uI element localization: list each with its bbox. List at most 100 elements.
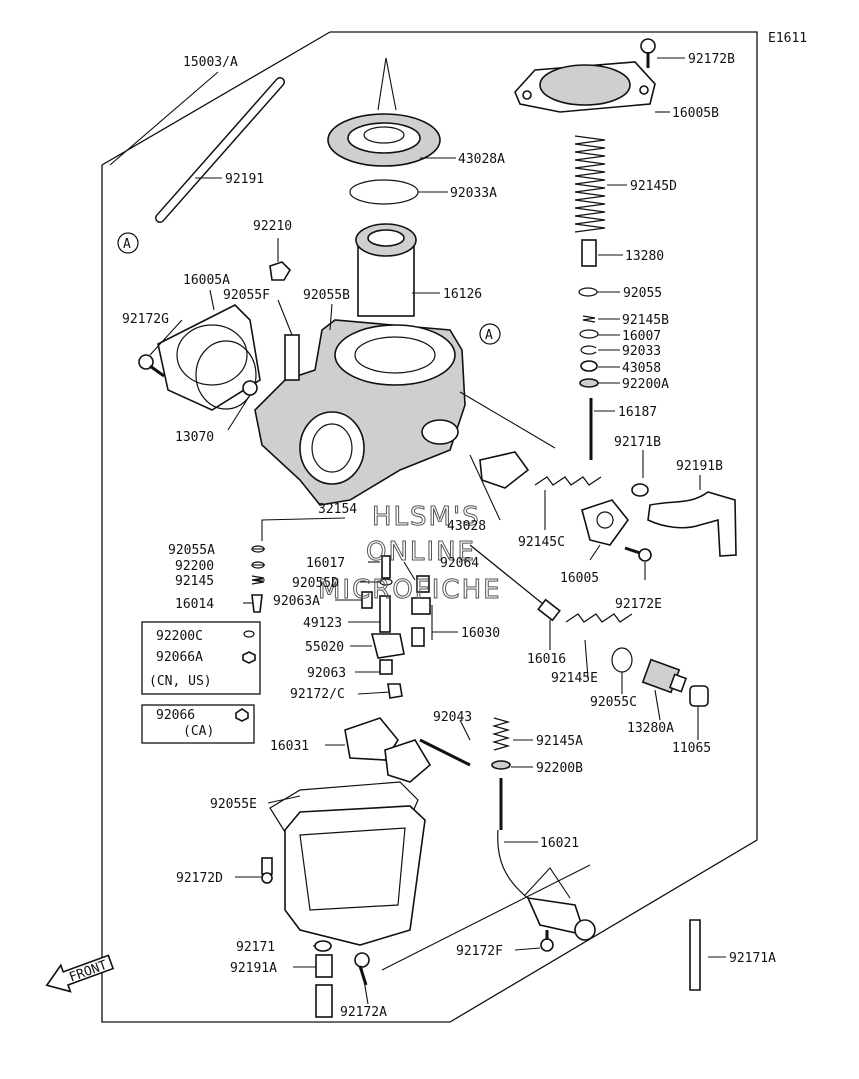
svg-text:A: A (485, 328, 493, 343)
part-92055f-oring (195, 340, 257, 410)
label-92145d: 92145D (630, 179, 677, 194)
part-16017-jet (381, 555, 391, 579)
part-92172b-screw (640, 38, 656, 68)
part-labels: 15003/A 92191 92172B 16005B 43028A 92033… (122, 52, 776, 1020)
part-92063-jet (379, 659, 393, 675)
label-92043: 92043 (433, 710, 472, 725)
label-55020: 55020 (305, 640, 344, 655)
part-13280a-fitting (641, 658, 688, 694)
part-16005-cap (581, 499, 630, 546)
watermark: HLSM'S ONLINE MICROFICHE (318, 502, 502, 606)
lead-32154 (261, 517, 346, 541)
part-43028a-diaphragm (327, 113, 441, 167)
diagram-frame (101, 31, 758, 1023)
part-carburetor-body (254, 319, 466, 506)
label-92063a: 92063A (273, 594, 320, 609)
part-92172f-screw (540, 930, 554, 952)
part-92145b-spring (582, 315, 596, 323)
part-92066-cap (235, 708, 249, 722)
label-32154: 32154 (318, 502, 357, 517)
lead-body-16005 (459, 391, 556, 449)
label-11065: 11065 (672, 741, 711, 756)
label-92033: 92033 (622, 344, 661, 359)
label-92145a: 92145A (536, 734, 583, 749)
label-43058: 43058 (622, 361, 661, 376)
label-13280a: 13280A (627, 721, 674, 736)
label-92171b: 92171B (614, 435, 661, 450)
label-92172e: 92172E (615, 597, 662, 612)
part-92171-clip (314, 940, 332, 952)
option-box-cn-us (141, 621, 261, 695)
label-92200: 92200 (175, 559, 214, 574)
part-92064-jet (416, 575, 430, 593)
part-16016-needle (469, 544, 561, 622)
part-92033-clip (580, 345, 597, 355)
label-16030: 16030 (461, 626, 500, 641)
part-92171a-clip (689, 919, 701, 991)
label-13070: 13070 (175, 430, 214, 445)
part-13280-holder (581, 239, 597, 267)
lead-upper-cap (377, 57, 397, 111)
label-13280: 13280 (625, 249, 664, 264)
label-92172g: 92172G (122, 312, 169, 327)
part-92172g-screw (138, 354, 165, 378)
label-16021: 16021 (540, 836, 579, 851)
label-16187: 16187 (618, 405, 657, 420)
label-16126: 16126 (443, 287, 482, 302)
callout-a-right: A (479, 323, 501, 345)
part-16007-washer (579, 329, 599, 339)
part-92191b-hose (647, 491, 737, 557)
label-16007: 16007 (622, 329, 661, 344)
label-43028: 43028 (447, 519, 486, 534)
label-92064: 92064 (440, 556, 479, 571)
part-16005a-plate (157, 304, 261, 411)
part-92210-nut (269, 261, 292, 281)
label-92171a: 92171A (729, 951, 776, 966)
label-92066a: 92066A (156, 650, 203, 665)
part-55020-jet (370, 633, 405, 659)
label-16016: 16016 (527, 652, 566, 667)
label-92172c: 92172/C (290, 687, 345, 702)
svg-text:A: A (123, 237, 131, 252)
part-92172e-screw (624, 546, 652, 562)
label-16005a: 16005A (183, 273, 230, 288)
label-92055d: 92055D (292, 576, 339, 591)
label-16014: 16014 (175, 597, 214, 612)
label-49123: 49123 (303, 616, 342, 631)
label-16005: 16005 (560, 571, 599, 586)
part-92066a-cap (242, 651, 256, 664)
option-box-ca (141, 704, 255, 744)
lead-16021 (524, 867, 571, 899)
part-92200a-washer (579, 378, 599, 388)
label-ca: (CA) (183, 724, 214, 739)
part-92200b-washer (491, 760, 511, 770)
diagram-code: E1611 (768, 31, 807, 46)
label-92055f: 92055F (223, 288, 270, 303)
label-92033a: 92033A (450, 186, 497, 201)
part-92055c-oring (611, 647, 633, 673)
label-92063: 92063 (307, 666, 346, 681)
label-cn-us: (CN, US) (149, 674, 212, 689)
label-92191a: 92191A (230, 961, 277, 976)
label-92145c: 92145C (518, 535, 565, 550)
part-16021-cable (497, 778, 596, 941)
callout-a-left: A (117, 232, 139, 254)
label-92145b: 92145B (622, 313, 669, 328)
part-11065-cap (689, 685, 709, 707)
svg-text:MICROFICHE: MICROFICHE (318, 575, 502, 605)
label-92172a: 92172A (340, 1005, 387, 1020)
leader-lines (109, 57, 726, 1005)
part-92145c-spring (534, 476, 602, 486)
label-92055a: 92055A (168, 543, 215, 558)
part-92145e-spring (565, 613, 633, 623)
label-16031: 16031 (270, 739, 309, 754)
part-92171b-clip (631, 483, 649, 497)
part-49123-tube (379, 595, 391, 633)
label-92171: 92171 (236, 940, 275, 955)
part-16031-float (344, 717, 432, 783)
label-92191b: 92191B (676, 459, 723, 474)
lead-bowl-cable (381, 864, 591, 971)
label-92055b: 92055B (303, 288, 350, 303)
label-92066: 92066 (156, 708, 195, 723)
